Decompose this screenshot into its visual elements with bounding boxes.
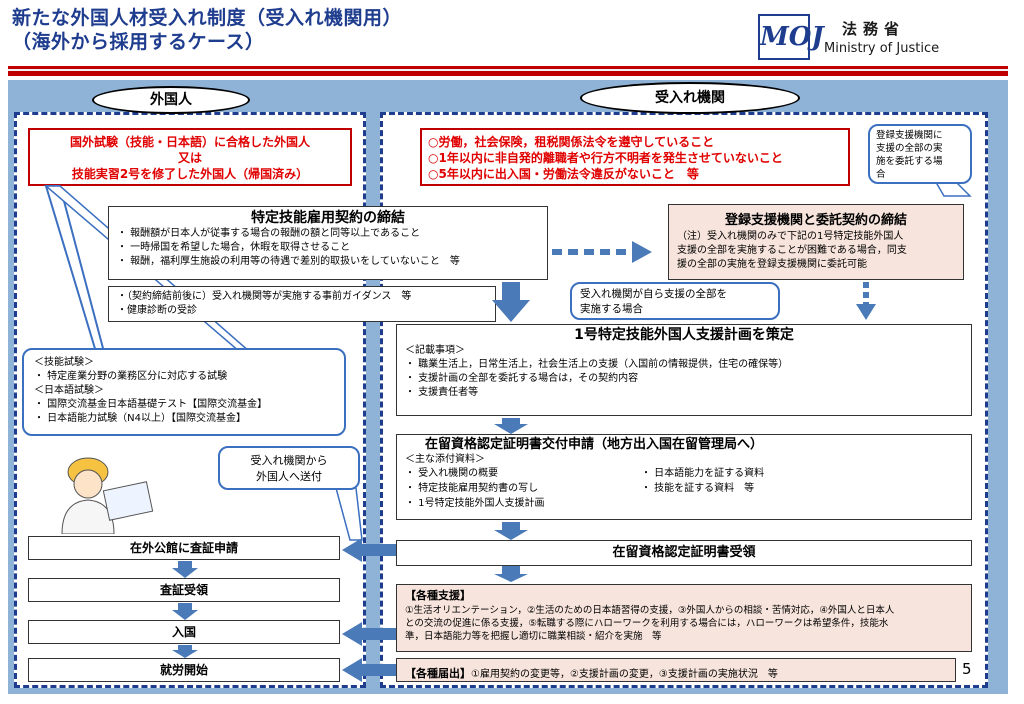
notifications-text: ①雇用契約の変更等，②支援計画の変更，③支援計画の実施状況 等 xyxy=(471,669,778,680)
skill-test-item: ・ 特定産業分野の業務区分に対応する試験 xyxy=(34,371,228,382)
page-number: 5 xyxy=(962,660,972,678)
entrust-line-1: 登録支援機関に xyxy=(876,130,943,141)
self-support-line-1: 受入れ機関が自ら支援の全部を xyxy=(580,288,727,300)
title-line-2: （海外から採用するケース） xyxy=(12,31,265,53)
contract-item-2: ・ 一時帰国を希望した場合，休暇を取得させること xyxy=(117,242,351,253)
coe-heading: ＜主な添付資料＞ xyxy=(405,454,485,465)
ministry-name-en: Ministry of Justice xyxy=(824,41,940,56)
japanese-test-heading: ＜日本語試験＞ xyxy=(34,385,104,396)
employer-requirements-box: ○労働，社会保険，租税関係法令を遵守していること ○1年以内に非自発的離職者や行… xyxy=(420,128,850,186)
visa-application-step: 在外公館に査証申請 xyxy=(28,536,340,560)
pre-guidance-box: ・（契約締結前後に）受入れ機関等が実施する事前ガイダンス 等 ・健康診断の受診 xyxy=(108,286,496,322)
eligible-line-1: 国外試験（技能・日本語）に合格した外国人 xyxy=(69,135,310,149)
foreigner-oval: 外国人 xyxy=(92,86,250,114)
entrust-callout: 登録支援機関に 支援の全部の実 施を委託する場 合 xyxy=(868,124,972,184)
notifications-box: 【各種届出】①雇用契約の変更等，②支援計画の変更，③支援計画の実施状況 等 xyxy=(396,658,956,682)
support-plan-heading: ＜記載事項＞ xyxy=(405,345,465,356)
coe-title: 在留資格認定証明書交付申請（地方出入国在留管理局へ） xyxy=(425,437,764,452)
ministry-name-jp: 法務省 xyxy=(842,20,906,38)
eligible-line-3: 技能実習2号を修了した外国人（帰国済み） xyxy=(71,167,309,181)
arrow-down-1 xyxy=(172,561,198,578)
contract-title: 特定技能雇用契約の締結 xyxy=(251,210,405,226)
dotted-arrow-head xyxy=(632,241,652,263)
dotted-down-head xyxy=(856,304,876,320)
arrow-down-3 xyxy=(172,645,198,658)
requirement-3: ○5年以内に出入国・労働法令違反がないこと 等 xyxy=(428,167,699,181)
support-plan-title: 1号特定技能外国人支援計画を策定 xyxy=(574,327,794,343)
various-support-line-2: との交流の促進に係る支援，⑤転職する際にハローワークを利用する場合には，ハローワ… xyxy=(405,618,889,629)
worker-illustration xyxy=(61,457,154,534)
support-plan-box: 1号特定技能外国人支援計画を策定 ＜記載事項＞ ・ 職業生活上，日常生活上，社会… xyxy=(396,324,972,416)
start-work-step: 就労開始 xyxy=(28,658,340,682)
page-title: 新たな外国人材受入れ制度（受入れ機関用） （海外から採用するケース） xyxy=(12,6,712,54)
support-plan-item-3: ・ 支援責任者等 xyxy=(405,387,479,398)
arrow-to-plan xyxy=(492,282,530,322)
skill-test-heading: ＜技能試験＞ xyxy=(34,357,94,368)
entry-step: 入国 xyxy=(28,620,340,644)
contract-item-1: ・ 報酬額が日本人が従事する場合の報酬の額と同等以上であること xyxy=(117,228,421,239)
various-support-line-3: 準，日本語能力等を把握し適切に職業相談・紹介を実施 等 xyxy=(405,631,662,642)
requirement-2: ○1年以内に非自発的離職者や行方不明者を発生させていないこと xyxy=(428,151,783,165)
contract-item-3: ・ 報酬，福利厚生施設の利用等の待遇で差別的取扱いをしていないこと 等 xyxy=(117,256,460,267)
arrow-to-receipt xyxy=(494,522,528,540)
send-line-2: 外国人へ送付 xyxy=(256,470,322,483)
coe-attachment-2: ・ 特定技能雇用契約書の写し xyxy=(405,483,539,494)
coe-attachment-1: ・ 受入れ機関の概要 xyxy=(405,468,499,479)
employer-oval: 受入れ機関 xyxy=(580,82,800,114)
coe-attachment-3: ・ 1号特定技能外国人支援計画 xyxy=(405,498,545,509)
eligible-line-2: 又は xyxy=(177,151,202,165)
title-line-1: 新たな外国人材受入れ制度（受入れ機関用） xyxy=(12,7,403,29)
employment-contract-box: 特定技能雇用契約の締結 ・ 報酬額が日本人が従事する場合の報酬の額と同等以上であ… xyxy=(108,206,548,280)
guidance-item-1: ・（契約締結前後に）受入れ機関等が実施する事前ガイダンス 等 xyxy=(117,291,412,302)
various-support-heading: 【各種支援】 xyxy=(405,589,471,602)
arrow-to-coe xyxy=(494,418,528,434)
notifications-heading: 【各種届出】 xyxy=(405,667,471,680)
visa-receipt-step: 査証受領 xyxy=(28,578,340,602)
coe-application-box: 在留資格認定証明書交付申請（地方出入国在留管理局へ） ＜主な添付資料＞ ・ 受入… xyxy=(396,434,972,520)
arrow-to-visa-application xyxy=(342,538,396,562)
eligible-foreigner-box: 国外試験（技能・日本語）に合格した外国人 又は 技能実習2号を修了した外国人（帰… xyxy=(28,128,352,186)
various-support-line-1: ①生活オリエンテーション，②生活のための日本語習得の支援，③外国人からの相談・苦… xyxy=(405,605,895,616)
support-org-title: 登録支援機関と委託契約の締結 xyxy=(724,213,907,228)
arrow-down-2 xyxy=(172,603,198,620)
japanese-test-item-1: ・ 国際交流基金日本語基礎テスト【国際交流基金】 xyxy=(34,399,268,410)
tests-callout: ＜技能試験＞ ・ 特定産業分野の業務区分に対応する試験 ＜日本語試験＞ ・ 国際… xyxy=(22,348,346,436)
various-support-box: 【各種支援】 ①生活オリエンテーション，②生活のための日本語習得の支援，③外国人… xyxy=(396,584,972,652)
support-org-note-3: 援の全部の実施を登録支援機関に委託可能 xyxy=(677,259,867,270)
send-to-foreigner-callout: 受入れ機関から 外国人へ送付 xyxy=(218,446,360,490)
support-plan-item-2: ・ 支援計画の全部を委託する場合は，その契約内容 xyxy=(405,373,639,384)
support-organization-box: 登録支援機関と委託契約の締結 （注）受入れ機関のみで下記の1号特定技能外国人 支… xyxy=(668,204,964,280)
coe-attachment-5: ・ 技能を証する資料 等 xyxy=(641,483,755,494)
entrust-line-3: 施を委託する場 xyxy=(876,156,943,167)
send-line-1: 受入れ機関から xyxy=(250,454,328,467)
coe-receipt-step: 在留資格認定証明書受領 xyxy=(396,540,972,566)
arrow-to-work xyxy=(342,658,396,682)
coe-attachment-4: ・ 日本語能力を証する資料 xyxy=(641,468,765,479)
entrust-line-2: 支援の全部の実 xyxy=(876,143,943,154)
coe-attachments: ・ 受入れ機関の概要 ・ 特定技能雇用契約書の写し ・ 1号特定技能外国人支援計… xyxy=(405,467,963,511)
guidance-item-2: ・健康診断の受診 xyxy=(117,305,197,316)
arrow-to-support xyxy=(494,566,528,582)
support-org-note-2: 支援の全部を実施することが困難である場合，同支 xyxy=(677,245,907,256)
self-support-line-2: 実施する場合 xyxy=(580,303,643,315)
support-org-note-1: （注）受入れ機関のみで下記の1号特定技能外国人 xyxy=(677,231,904,242)
entrust-line-4: 合 xyxy=(876,169,886,180)
japanese-test-item-2: ・ 日本語能力試験（N4以上）【国際交流基金】 xyxy=(34,413,247,424)
arrow-to-entry xyxy=(342,622,396,646)
support-plan-item-1: ・ 職業生活上，日常生活上，社会生活上の支援（入国前の情報提供，住宅の確保等） xyxy=(405,359,789,370)
header-band xyxy=(8,66,1008,76)
requirement-1: ○労働，社会保険，租税関係法令を遵守していること xyxy=(428,135,715,149)
self-support-callout: 受入れ機関が自ら支援の全部を 実施する場合 xyxy=(570,282,780,320)
